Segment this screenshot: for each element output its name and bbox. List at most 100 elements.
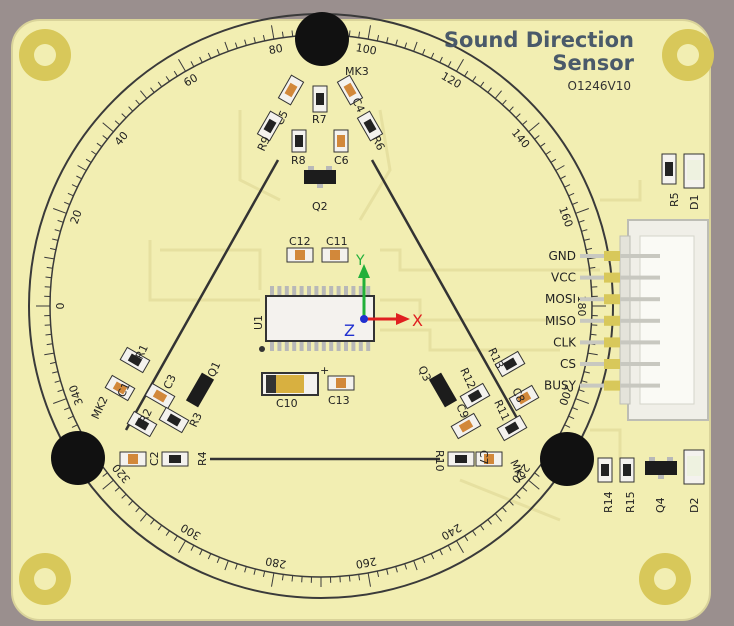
dial-tick: [190, 545, 195, 551]
dial-tick: [555, 165, 565, 171]
dial-tick: [575, 208, 589, 214]
dial-tick: [253, 37, 256, 44]
dial-tick: [422, 557, 426, 563]
ic-pin: [358, 341, 363, 351]
capacitor-c9-label: C9: [453, 402, 471, 421]
dial-tick: [494, 513, 502, 522]
dial-tick: [91, 150, 97, 155]
dial-tick: [45, 276, 52, 279]
dial-tick: [52, 238, 59, 241]
dial-label: 0: [54, 303, 67, 310]
ic-pin: [351, 341, 356, 351]
resistor-r3: [158, 406, 190, 434]
resistor-r1: [119, 346, 151, 374]
dial-tick: [54, 380, 61, 383]
led-d2-label: D2: [688, 498, 701, 513]
dial-tick: [291, 30, 294, 37]
transistor-q1: [185, 372, 215, 408]
ic-pin: [344, 286, 348, 296]
dial-tick: [281, 31, 284, 38]
transistor-q4: Q4: [645, 457, 677, 513]
dial-tick: [102, 472, 108, 477]
mounting-hole-tl: [19, 29, 71, 81]
connector-pins: [580, 251, 660, 391]
dial-tick: [456, 540, 464, 554]
dial-tick: [501, 507, 507, 513]
resistor-r15: R15: [619, 457, 637, 513]
transistor-q4-label: Q4: [654, 497, 667, 513]
axis-gizmo: Y X Z: [344, 253, 423, 340]
dial-tick: [165, 76, 170, 82]
dial-label: 80: [268, 42, 284, 57]
axis-y-label: Y: [355, 253, 365, 269]
capacitor-c10-label: C10: [276, 397, 298, 410]
ic-pin: [321, 286, 326, 296]
connector-pin-label: BUSY: [544, 379, 577, 393]
dial-tick: [479, 524, 485, 531]
ic-pin: [329, 286, 334, 296]
ic-u1: U1: [252, 286, 375, 352]
dial-tick: [422, 49, 426, 55]
resistor-r4-label: R4: [196, 451, 209, 466]
dial-tick: [348, 30, 351, 37]
resistor-r6: [356, 110, 384, 142]
dial-tick: [386, 568, 389, 575]
dial-tick: [57, 219, 64, 223]
dial-tick: [135, 99, 141, 105]
dial-label: 20: [68, 208, 85, 226]
dial-tick: [128, 500, 134, 506]
capacitor-c6-label: C6: [334, 154, 349, 167]
dial-tick: [376, 570, 380, 578]
ic-pin: [299, 341, 304, 351]
dial-tick: [472, 530, 477, 536]
dial-tick: [150, 87, 155, 93]
dial-tick: [178, 540, 186, 554]
dial-tick: [589, 266, 596, 269]
connector-pin-label: CLK: [553, 335, 577, 349]
resistor-r14: R14: [597, 457, 615, 513]
dial-tick: [165, 530, 170, 536]
ic-pins: [270, 286, 371, 351]
dial-tick: [564, 184, 571, 188]
dial-tick: [224, 41, 229, 52]
capacitor-c2-label: C2: [148, 451, 161, 466]
ic-pin: [277, 341, 282, 351]
dial-tick: [102, 135, 108, 140]
ic-pin: [277, 286, 282, 296]
capacitor-c1-label: C1: [115, 380, 133, 399]
dial-tick: [291, 575, 294, 582]
dial-tick: [121, 113, 127, 119]
dial-tick: [234, 42, 238, 49]
resistor-r7-label: R7: [312, 113, 327, 126]
resistor-r4: R4: [161, 451, 209, 467]
part-number: O1246V10: [568, 79, 631, 93]
resistor-r12: [459, 382, 491, 410]
dial-tick: [96, 142, 103, 148]
capacitor-c1: [104, 374, 136, 402]
dial-tick: [114, 486, 120, 492]
mounting-hole-tr: [662, 29, 714, 81]
dial-tick: [439, 56, 443, 63]
dial-tick: [77, 165, 87, 171]
dial-tick: [67, 192, 74, 197]
mounting-hole-bl: [19, 553, 71, 605]
dial-tick: [178, 58, 186, 72]
capacitor-c9: [450, 412, 482, 440]
capacitor-c8: [508, 384, 540, 412]
ic-pin: [358, 286, 363, 296]
dial-tick: [404, 42, 408, 49]
capacitor-c3: [144, 382, 176, 410]
dial-tick: [413, 560, 418, 571]
dial-tick: [581, 380, 588, 383]
dial-tick: [528, 479, 540, 490]
dial-tick: [464, 70, 469, 77]
dial-tick: [572, 201, 578, 205]
dial-tick: [46, 343, 53, 346]
dial-tick: [515, 113, 521, 119]
connector-pin-label: MOSI: [545, 292, 576, 306]
dial-tick: [216, 49, 220, 55]
dial-tick: [376, 34, 380, 42]
connector-pad: [604, 315, 620, 326]
capacitor-c10-polarity: +: [320, 364, 329, 377]
copper-traces: [148, 109, 642, 522]
